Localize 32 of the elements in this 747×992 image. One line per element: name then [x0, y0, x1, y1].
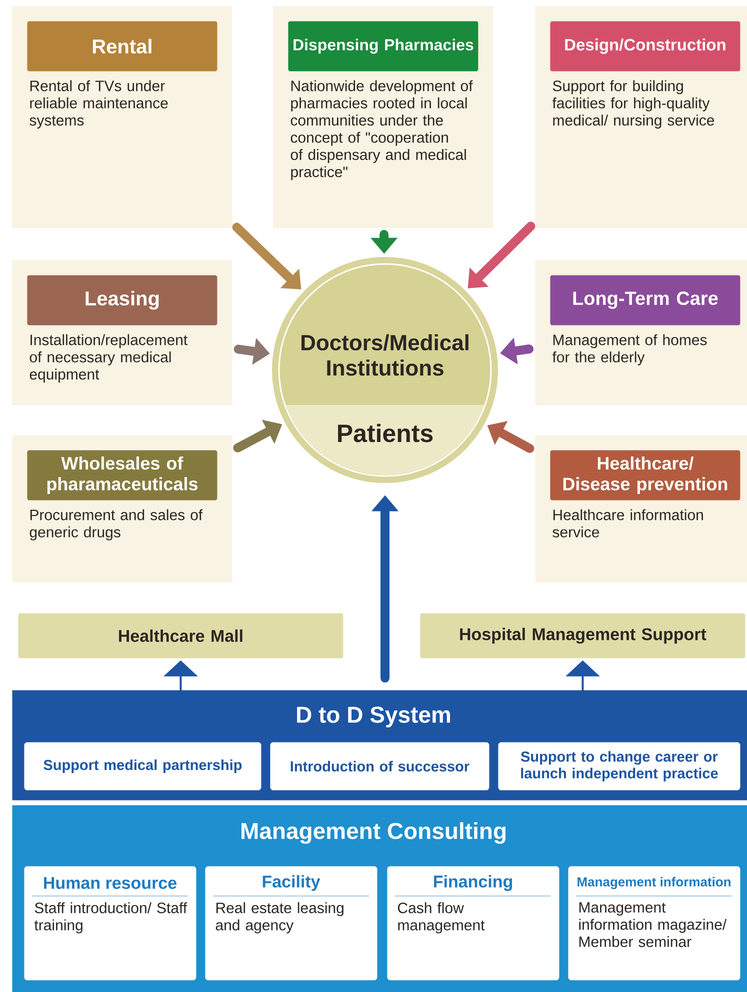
- service-box: Introduction of successor: [270, 742, 490, 790]
- service-card: [535, 6, 747, 228]
- description-text: Rental of TVs under reliable maintenance systems: [30, 80, 168, 129]
- service-box: Support to change career or launch independent practice: [498, 742, 740, 790]
- title-bar: Rental: [27, 21, 218, 72]
- title-bar: Long-Term Care: [550, 275, 740, 326]
- circle-badge: Doctors/Medical Institutions Patients: [272, 257, 498, 483]
- title-bar: Design/Construction: [550, 21, 740, 72]
- service-card: [273, 6, 494, 228]
- description-text: Procurement and sales of generic drugs: [30, 509, 203, 540]
- banner-box: Healthcare Mall: [18, 613, 344, 658]
- arrow: [468, 222, 536, 288]
- service-box: Financing Cash flow management: [387, 866, 560, 980]
- description-text: Support for building facilities for high-quality medical/ nursing service: [552, 80, 714, 129]
- service-box: Management information Management information magazine/ Member seminar: [568, 866, 740, 980]
- description-text: Management of homes for the elderly: [552, 334, 707, 366]
- service-card: [535, 435, 747, 582]
- service-card: [12, 435, 232, 582]
- service-box: Support medical partnership: [24, 742, 262, 790]
- title-bar: Leasing: [27, 275, 218, 326]
- description-text: Installation/replacement of necessary medical equipment: [30, 334, 188, 383]
- title-bar: Dispensing Pharmacies: [288, 21, 478, 72]
- service-card: [12, 260, 232, 406]
- title-bar: Healthcare/ Disease prevention: [550, 450, 740, 500]
- service-card: [535, 260, 747, 406]
- description-text: Healthcare information service: [552, 509, 703, 538]
- banner-box: Hospital Management Support: [420, 613, 746, 658]
- service-box: Human resource Staff introduction/ Staff training: [24, 866, 196, 980]
- title-bar: Wholesales of pharamaceuticals: [27, 450, 218, 500]
- service-box: Facility Real estate leasing and agency: [205, 866, 378, 980]
- service-card: [12, 6, 232, 228]
- description-text: Nationwide development of pharmacies rooted in local communities under the concept of "cooperation of dispensary and medical practice": [290, 80, 473, 180]
